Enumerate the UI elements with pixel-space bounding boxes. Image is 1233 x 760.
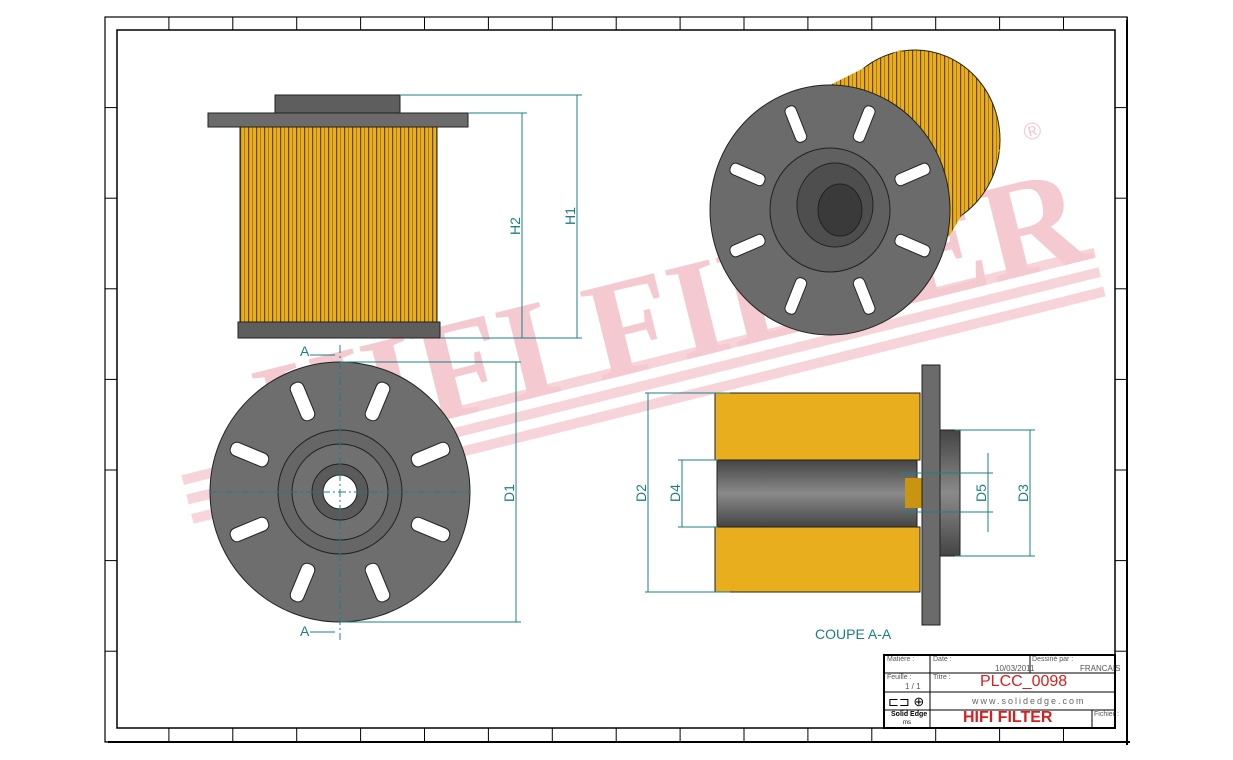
vent-slot bbox=[852, 277, 876, 315]
vent-slot bbox=[229, 441, 270, 468]
dim-d2: D2 bbox=[633, 484, 649, 502]
section-marker-top: A bbox=[300, 343, 310, 359]
dim-d4: D4 bbox=[667, 484, 683, 502]
front-view: A A D1 bbox=[209, 343, 521, 640]
vent-slot bbox=[289, 562, 316, 603]
language-value: FRANCAIS bbox=[1080, 664, 1121, 673]
sheet-value: 1 / 1 bbox=[905, 682, 921, 691]
vent-slot bbox=[784, 105, 808, 143]
software-name: Solid Edge bbox=[891, 711, 928, 718]
dim-d1: D1 bbox=[501, 484, 517, 502]
date-value: 10/03/2011 bbox=[995, 664, 1035, 673]
projection-symbol-icon: ⊏⊐ ⊕ bbox=[888, 694, 925, 709]
file-label: Fichier : bbox=[1094, 711, 1119, 718]
dim-h1: H1 bbox=[562, 207, 578, 225]
dim-d3: D3 bbox=[1015, 484, 1031, 502]
software-sub: ms bbox=[903, 720, 911, 726]
vent-slot bbox=[229, 516, 270, 543]
website: www.solidedge.com bbox=[972, 696, 1086, 706]
brand-name: HIFI FILTER bbox=[963, 709, 1053, 726]
vent-slot bbox=[410, 516, 451, 543]
language-label: Dessiné par : bbox=[1032, 656, 1074, 663]
section-view: D2 D4 D5 D3 COUPE A-A bbox=[633, 364, 1035, 642]
vent-slot bbox=[784, 277, 808, 315]
border-zone-ticks bbox=[104, 16, 1128, 743]
vent-slot bbox=[410, 441, 451, 468]
vent-slot bbox=[729, 162, 766, 187]
isometric-view bbox=[709, 49, 1001, 336]
vent-slot bbox=[289, 381, 316, 422]
title-block bbox=[883, 654, 1116, 729]
section-marker-bottom: A bbox=[300, 623, 310, 639]
vent-slot bbox=[364, 381, 391, 422]
sheet-label: Feuille : bbox=[887, 674, 912, 681]
vent-slot bbox=[729, 233, 766, 258]
dim-h2: H2 bbox=[507, 217, 523, 235]
title-label: Titre : bbox=[933, 674, 951, 681]
vent-slot bbox=[852, 105, 876, 143]
vent-slot bbox=[894, 162, 931, 187]
vent-slot bbox=[364, 562, 391, 603]
vent-slot bbox=[894, 233, 931, 258]
registered-mark: ® bbox=[1021, 116, 1045, 147]
date-label: Date : bbox=[933, 656, 952, 663]
dim-d5: D5 bbox=[973, 484, 989, 502]
material-label: Matière : bbox=[887, 656, 915, 663]
section-title: COUPE A-A bbox=[815, 626, 892, 642]
side-view: H2 H1 bbox=[207, 94, 582, 339]
part-number: PLCC_0098 bbox=[980, 673, 1068, 690]
